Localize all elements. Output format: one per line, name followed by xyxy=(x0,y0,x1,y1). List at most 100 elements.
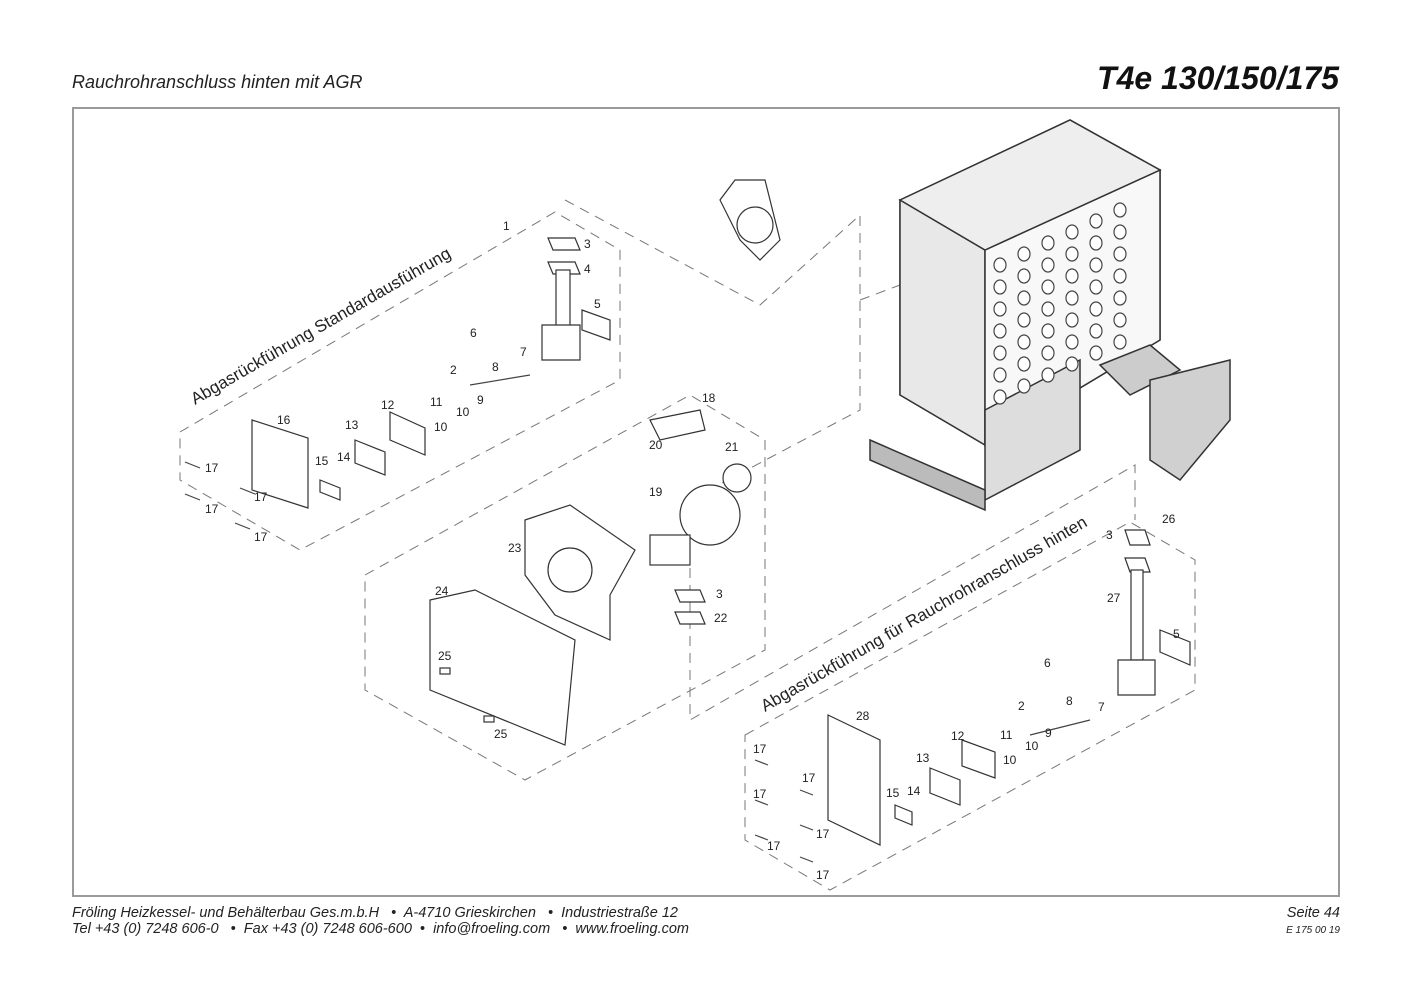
boiler-hole xyxy=(1041,301,1055,317)
boiler-hole xyxy=(1089,235,1103,251)
part-label: 22 xyxy=(714,611,728,625)
part-label: 3 xyxy=(716,587,723,601)
part-3b-gasket xyxy=(674,589,706,603)
page-subtitle: Rauchrohranschluss hinten mit AGR xyxy=(72,72,363,92)
boiler-hole xyxy=(1089,323,1103,339)
part-label: 14 xyxy=(907,784,921,798)
part-label: 13 xyxy=(916,751,930,765)
part-label: 11 xyxy=(430,395,443,409)
page-number: Seite 44 xyxy=(1286,905,1340,921)
part-19-fan-housing xyxy=(679,484,741,546)
boiler-hole xyxy=(1041,323,1055,339)
part-label: 10 xyxy=(434,420,448,434)
boiler-hole xyxy=(1065,356,1079,372)
boiler-hole xyxy=(1065,268,1079,284)
part-label: 14 xyxy=(337,450,351,464)
boiler-hole xyxy=(1113,290,1127,306)
part-label: 17 xyxy=(254,530,268,544)
part-label: 17 xyxy=(205,502,219,516)
boiler-hole xyxy=(1113,224,1127,240)
boiler-hole xyxy=(1041,345,1055,361)
part-label: 11 xyxy=(1000,728,1013,742)
part-label: 2 xyxy=(1018,699,1025,713)
part-13-plate xyxy=(354,439,386,476)
boiler-hole xyxy=(1089,213,1103,229)
boiler-unit xyxy=(869,119,1231,512)
part-5b-flange xyxy=(1159,629,1191,666)
part-label: 19 xyxy=(649,485,663,499)
group-label-standard: Abgasrückführung Standardausführung xyxy=(188,244,455,409)
part-label: 8 xyxy=(492,360,499,374)
part-label: 7 xyxy=(520,345,527,359)
boiler-hole xyxy=(1089,279,1103,295)
part-label: 15 xyxy=(315,454,329,468)
part-16-plate xyxy=(251,419,309,509)
boiler-hole xyxy=(1065,290,1079,306)
part-label: 9 xyxy=(477,393,484,407)
boiler-holes xyxy=(993,202,1127,405)
boiler-hole xyxy=(993,301,1007,317)
part-label: 17 xyxy=(816,827,830,841)
boiler-hole xyxy=(1041,279,1055,295)
part-20-cover xyxy=(649,409,706,441)
part-28-plate xyxy=(827,714,881,846)
part-24-plate xyxy=(429,589,576,746)
boiler-hole xyxy=(993,367,1007,383)
part-5-flange xyxy=(581,309,611,341)
boiler-hole xyxy=(1113,268,1127,284)
boiler-hole xyxy=(1017,312,1031,328)
footer-company-line: Fröling Heizkessel- und Behälterbau Ges.… xyxy=(72,905,678,921)
part-label: 25 xyxy=(438,649,452,663)
boiler-hole xyxy=(1041,257,1055,273)
boiler-hole xyxy=(1041,367,1055,383)
part-label: 12 xyxy=(381,398,395,412)
screws xyxy=(184,374,1091,863)
part-25a xyxy=(439,667,451,675)
boiler-hole xyxy=(1041,235,1055,251)
boiler-hole xyxy=(1017,246,1031,262)
model-title: T4e 130/150/175 xyxy=(1097,60,1339,96)
part-label: 13 xyxy=(345,418,359,432)
part-label: 5 xyxy=(1173,627,1180,641)
part-label: 1 xyxy=(503,219,510,233)
part-label: 20 xyxy=(649,438,663,452)
part-label: 4 xyxy=(584,262,591,276)
part-1-box xyxy=(541,324,581,361)
document-code: E 175 00 19 xyxy=(1286,925,1340,936)
part-label: 15 xyxy=(886,786,900,800)
part-label: 6 xyxy=(470,326,477,340)
boiler-hole xyxy=(1089,345,1103,361)
parts xyxy=(251,179,1191,846)
boiler-hole xyxy=(1017,268,1031,284)
part-label: 17 xyxy=(802,771,816,785)
boiler-hole xyxy=(1017,290,1031,306)
part-label: 24 xyxy=(435,584,449,598)
part-12-flange xyxy=(389,411,426,456)
part-12b-flange xyxy=(961,739,996,779)
part-label: 17 xyxy=(205,461,219,475)
part-15b-switch xyxy=(894,804,913,826)
part-23-hole xyxy=(547,547,593,593)
boiler-hole xyxy=(1065,246,1079,262)
part-label: 10 xyxy=(456,405,470,419)
boiler-hole xyxy=(1113,202,1127,218)
part-label: 8 xyxy=(1066,694,1073,708)
part-label: 5 xyxy=(594,297,601,311)
part-22-gasket xyxy=(674,611,706,625)
boiler-hole xyxy=(1017,334,1031,350)
part-label: 17 xyxy=(254,490,268,504)
boiler-hole xyxy=(1017,356,1031,372)
boiler-hole xyxy=(993,345,1007,361)
part-19-outlet xyxy=(649,534,691,566)
part-label: 6 xyxy=(1044,656,1051,670)
boiler-hole xyxy=(993,257,1007,273)
part-26-flange xyxy=(1124,557,1151,573)
part-label: 17 xyxy=(753,742,767,756)
boiler-hole xyxy=(1065,224,1079,240)
assembly-dashed-outlines xyxy=(179,199,1196,891)
boiler-hole xyxy=(993,279,1007,295)
part-27-box xyxy=(1117,659,1156,696)
part-label: 16 xyxy=(277,413,291,427)
part-label: 27 xyxy=(1107,591,1121,605)
